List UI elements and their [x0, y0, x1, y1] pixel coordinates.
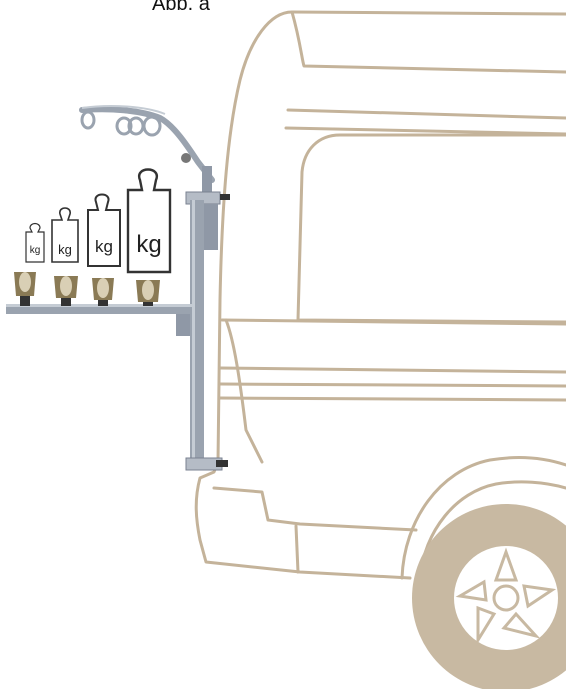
van-side-line-2 — [220, 368, 566, 372]
weight-medium-large-label: kg — [95, 237, 113, 256]
van-belt-upper — [288, 110, 566, 118]
van-roof-inner — [292, 12, 566, 72]
van-bumper-inner — [214, 488, 416, 530]
weight-medium-small-label: kg — [58, 242, 72, 257]
wheel-cradles — [14, 272, 160, 306]
weight-large-label: kg — [136, 231, 161, 258]
wheel-cradle-4 — [136, 280, 160, 306]
van-belt-upper-2 — [286, 128, 566, 134]
rack-mount-bottom-latch — [216, 460, 228, 467]
van-tail-light — [226, 320, 262, 462]
weight-icons: kg kg kg kg — [26, 170, 170, 273]
wheel-cradle-3 — [92, 278, 114, 306]
rack-joint — [181, 153, 191, 163]
wheel-cradle-2 — [54, 276, 78, 306]
weight-icon-medium-small: kg — [52, 208, 78, 262]
figure-caption: Abb. a — [152, 0, 210, 16]
rack-mount-top-latch — [220, 194, 230, 200]
weight-icon-small: kg — [26, 224, 44, 263]
wheel-cradle-1 — [14, 272, 36, 306]
bike-rack — [6, 106, 230, 470]
van-bumper-step — [296, 526, 298, 572]
van-outline — [196, 12, 566, 578]
rack-carrier-brace — [176, 314, 190, 336]
weight-icon-large: kg — [128, 170, 170, 273]
van-rear-body — [218, 12, 566, 462]
van-side-line-3 — [220, 384, 566, 386]
van-window — [298, 135, 566, 322]
rack-lock-housing — [204, 204, 218, 250]
van-side-line-4 — [220, 398, 566, 400]
weight-icon-medium-large: kg — [88, 195, 120, 267]
weight-small-label: kg — [30, 245, 41, 256]
wheel-hub — [494, 586, 518, 610]
van-bumper — [196, 462, 410, 578]
